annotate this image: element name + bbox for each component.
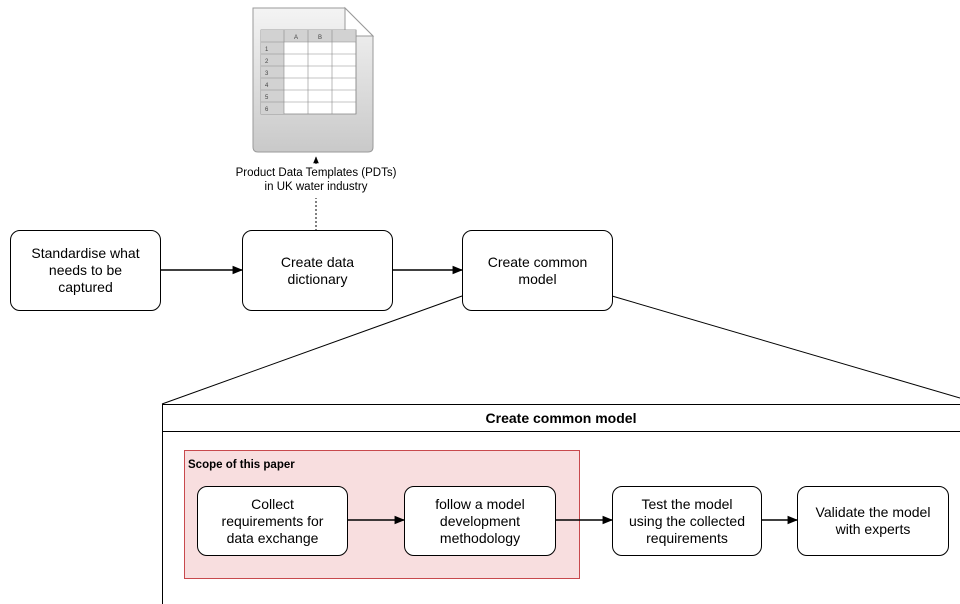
detail-panel-title: Create common model [162,404,960,432]
spreadsheet-header-column [261,30,284,114]
spreadsheet-row-label: 1 [265,47,269,53]
step-model-methodology[interactable]: follow a model development methodology [404,486,556,556]
spreadsheet-row-label: 5 [265,95,269,101]
spreadsheet-icon: A B 1 2 3 4 5 6 [252,6,375,153]
spreadsheet-row-label: 6 [265,107,269,113]
expansion-line-left [161,295,463,405]
scope-label: Scope of this paper [188,459,295,471]
spreadsheet-row-label: 4 [265,83,269,89]
pdt-annotation: Product Data Templates (PDTs) in UK wate… [216,166,416,194]
spreadsheet-row-label: 3 [265,71,269,77]
spreadsheet-column-label: B [318,35,322,41]
step-test-model[interactable]: Test the model using the collected requi… [612,486,762,556]
spreadsheet-column-label: A [294,35,298,41]
step-validate-model[interactable]: Validate the model with experts [797,486,949,556]
node-create-common-model[interactable]: Create common model [462,230,613,311]
node-standardise[interactable]: Standardise what needs to be captured [10,230,161,311]
expansion-line-right [611,295,960,399]
step-collect-requirements[interactable]: Collect requirements for data exchange [197,486,348,556]
detail-panel-frame [162,404,960,604]
node-create-data-dictionary[interactable]: Create data dictionary [242,230,393,311]
spreadsheet-grid: A B 1 2 3 4 5 6 [260,29,357,115]
spreadsheet-row-label: 2 [265,59,269,65]
